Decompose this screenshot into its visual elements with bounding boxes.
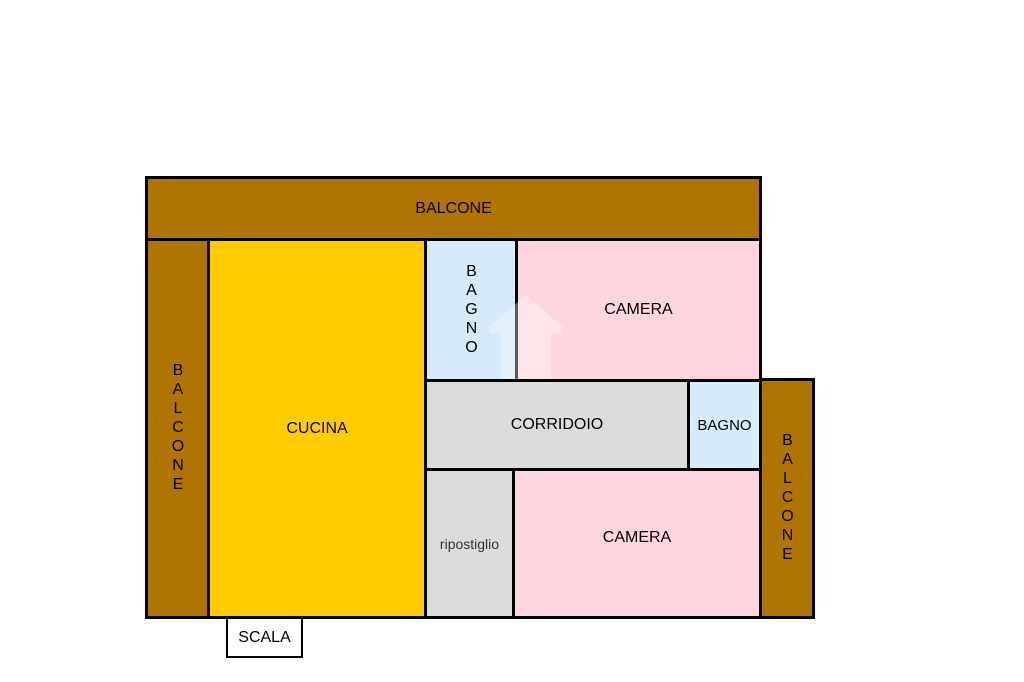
balcone-left-label: BALCONE xyxy=(169,362,187,495)
balcone-right-label: BALCONE xyxy=(779,432,796,565)
bagno-small-label: BAGNO xyxy=(697,416,752,434)
cucina-label: CUCINA xyxy=(286,419,348,437)
balcone-right: BALCONE xyxy=(759,378,815,619)
ripostiglio: ripostiglio xyxy=(424,468,515,619)
balcone-top: BALCONE xyxy=(145,176,762,241)
camera-top-label: CAMERA xyxy=(604,301,673,318)
cucina: CUCINA xyxy=(207,238,427,619)
camera-bottom-label: CAMERA xyxy=(602,528,672,546)
balcone-left: BALCONE xyxy=(145,238,210,619)
bagno-small: BAGNO xyxy=(687,379,762,471)
camera-top: CAMERA xyxy=(515,238,762,382)
scala-label: SCALA xyxy=(238,628,291,646)
scala: SCALA xyxy=(226,617,303,658)
bagno-top-label: BAGNO xyxy=(463,262,480,358)
camera-bottom: CAMERA xyxy=(512,468,762,619)
balcone-top-label: BALCONE xyxy=(415,199,492,217)
bagno-top: BAGNO xyxy=(424,238,518,382)
corridoio: CORRIDOIO xyxy=(424,379,690,471)
ripostiglio-label: ripostiglio xyxy=(439,535,500,552)
corridoio-label: CORRIDOIO xyxy=(510,416,604,433)
